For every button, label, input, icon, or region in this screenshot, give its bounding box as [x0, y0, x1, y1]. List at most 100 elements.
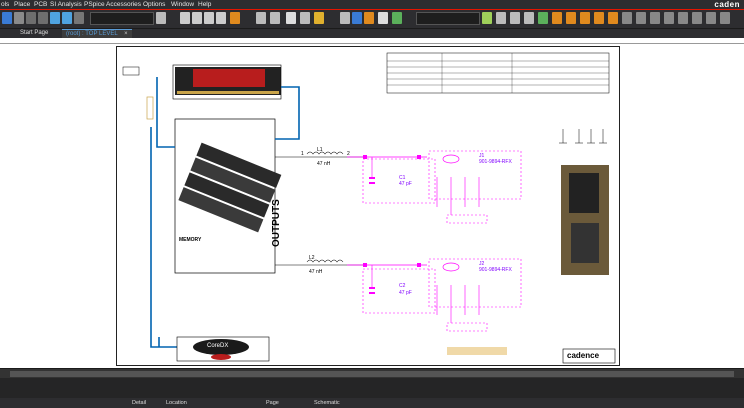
memory-dimm-image [178, 142, 282, 233]
zoom-in-icon[interactable] [180, 12, 190, 24]
schematic-drawing [122, 52, 616, 364]
netlist-icon[interactable] [270, 12, 280, 24]
new-icon[interactable] [2, 12, 12, 24]
edit-simulation-icon[interactable] [496, 12, 506, 24]
pcb-icon[interactable] [352, 12, 362, 24]
j1-ref[interactable]: J1 [479, 153, 485, 159]
tab-close-button[interactable]: × [124, 31, 128, 37]
menu-place[interactable]: Place [14, 1, 31, 8]
export-icon[interactable] [364, 12, 374, 24]
pin-icon[interactable] [74, 12, 84, 24]
menu-tools[interactable]: ols [1, 1, 10, 8]
zoom-fit-icon[interactable] [216, 12, 226, 24]
marker-voltage-icon[interactable] [538, 12, 548, 24]
status-bar: Detail Location Page Schematic [0, 398, 744, 408]
output-panel [0, 378, 744, 398]
tab-start-page[interactable]: Start Page [20, 30, 49, 36]
horizontal-scrollbar[interactable] [0, 368, 744, 379]
schematic-canvas[interactable]: MEMORY OUTPUTS L1 47 nH 1 2 L2 47 nH C1 … [0, 38, 744, 368]
run-icon[interactable] [510, 12, 520, 24]
marker-diff-icon[interactable] [580, 12, 590, 24]
schematic-page: MEMORY OUTPUTS L1 47 nH 1 2 L2 47 nH C1 … [116, 46, 620, 366]
c2-value[interactable]: 47 pF [399, 290, 412, 296]
inductor-l1 [306, 151, 344, 155]
undo-icon[interactable] [26, 12, 36, 24]
grid-icon[interactable] [50, 12, 60, 24]
tab-root-top-level[interactable]: (root) : TOP LEVEL × [62, 29, 132, 39]
cross-probe-icon[interactable] [340, 12, 350, 24]
chart-icon[interactable] [62, 12, 72, 24]
document-icon[interactable] [378, 12, 388, 24]
search-icon[interactable] [156, 12, 166, 24]
j2-ref[interactable]: J2 [479, 261, 485, 267]
marker-phase-icon[interactable] [608, 12, 618, 24]
part-editor-icon[interactable] [300, 12, 310, 24]
connector-j2 [428, 258, 522, 308]
scrollbar-thumb[interactable] [10, 371, 734, 377]
corsair-logo [193, 339, 249, 355]
toolbar [0, 9, 744, 29]
menu-options[interactable]: Options [143, 1, 166, 8]
status-page: Page [266, 400, 279, 406]
marker-power-icon[interactable] [566, 12, 576, 24]
status-detail: Detail [132, 400, 147, 406]
status-location: Location [166, 400, 187, 406]
part-search-combo[interactable] [90, 12, 154, 25]
marker-db-icon[interactable] [594, 12, 604, 24]
menu-pspice[interactable]: PSpice [84, 1, 105, 8]
tab-bar: Start Page (root) : TOP LEVEL × [0, 29, 744, 39]
annotate-icon[interactable] [230, 12, 240, 24]
bias-power-icon[interactable] [650, 12, 660, 24]
menu-si-analysis[interactable]: SI Analysis [50, 1, 82, 8]
marker-current-icon[interactable] [552, 12, 562, 24]
capacitor-c2 [369, 287, 375, 289]
menu-pcb[interactable]: PCB [34, 1, 48, 8]
corsair-text: CoreDX [207, 343, 229, 349]
j1-part[interactable]: 901-9894-RFX [479, 159, 512, 165]
new-simulation-icon[interactable] [482, 12, 492, 24]
cadence-logo: cadence [567, 351, 600, 360]
c2-ref[interactable]: C2 [399, 283, 406, 289]
connector-j1 [428, 150, 522, 200]
l2-value[interactable]: 47 nH [309, 269, 323, 275]
l1-pin2: 2 [347, 151, 350, 157]
j2-part[interactable]: 901-9894-RFX [479, 267, 512, 273]
cart-icon[interactable] [314, 12, 324, 24]
archive-icon[interactable] [392, 12, 402, 24]
bias-voltage-icon[interactable] [622, 12, 632, 24]
l1-value[interactable]: 47 nH [317, 161, 331, 167]
plot-icon[interactable] [706, 12, 716, 24]
brand-logo: caden [714, 0, 740, 9]
c1-value[interactable]: 47 pF [399, 181, 412, 187]
zoom-area-icon[interactable] [204, 12, 214, 24]
bom-icon[interactable] [286, 12, 296, 24]
tab-active-label: (root) : TOP LEVEL [66, 31, 118, 37]
probe-icon[interactable] [678, 12, 688, 24]
simulation-profile-combo[interactable] [416, 12, 480, 25]
pause-icon[interactable] [524, 12, 534, 24]
menu-bar: ols Place PCB SI Analysis PSpice Accesso… [0, 0, 744, 9]
bias-current-icon[interactable] [636, 12, 646, 24]
save-icon[interactable] [14, 12, 24, 24]
toggle-pin-icon[interactable] [664, 12, 674, 24]
outputs-label: OUTPUTS [271, 199, 282, 247]
zoom-out-icon[interactable] [192, 12, 202, 24]
capacitor-c1 [369, 177, 375, 179]
sram-chip-image [175, 67, 281, 95]
l2-ref[interactable]: L2 [309, 255, 315, 261]
menu-window[interactable]: Window [171, 1, 195, 8]
l1-ref[interactable]: L1 [317, 147, 323, 153]
menu-accessories[interactable]: Accessories [106, 1, 142, 8]
drc-icon[interactable] [256, 12, 266, 24]
memory-label: MEMORY [179, 237, 202, 243]
accent-line [0, 9, 744, 10]
inductor-l2 [306, 259, 344, 263]
c1-ref[interactable]: C1 [399, 175, 406, 181]
ground-icon[interactable] [692, 12, 702, 24]
status-schematic: Schematic [314, 400, 340, 406]
menu-help[interactable]: Help [198, 1, 212, 8]
title-block [562, 348, 616, 364]
board-photo [561, 165, 609, 275]
settings-icon[interactable] [720, 12, 730, 24]
redo-icon[interactable] [38, 12, 48, 24]
